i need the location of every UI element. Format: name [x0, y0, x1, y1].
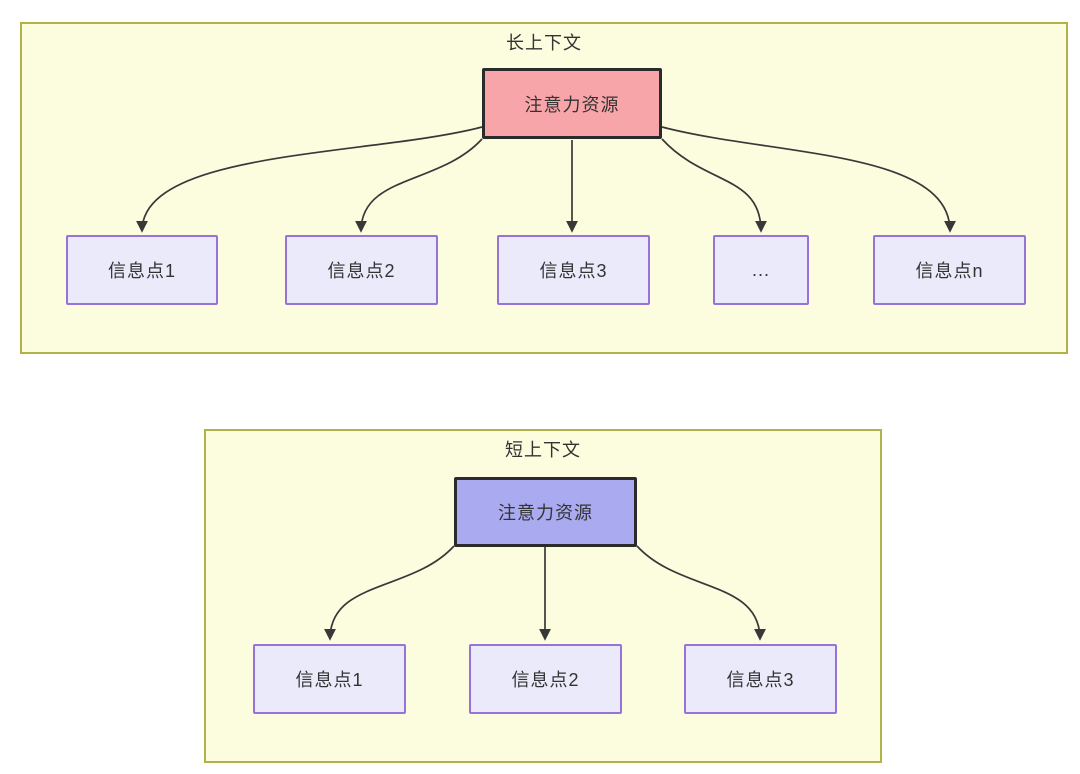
long-info-node-ellipsis: ...: [713, 235, 809, 305]
long-info-node-2: 信息点2: [285, 235, 438, 305]
long-info-node-3: 信息点3: [497, 235, 650, 305]
long-context-title: 长上下文: [506, 33, 582, 53]
long-info-node-n: 信息点n: [873, 235, 1026, 305]
short-info-node-1: 信息点1: [253, 644, 406, 714]
long-attention-node: 注意力资源: [482, 68, 662, 139]
short-attention-node: 注意力资源: [454, 477, 637, 547]
long-info-node-1: 信息点1: [66, 235, 218, 305]
short-info-node-3: 信息点3: [684, 644, 837, 714]
short-info-node-2: 信息点2: [469, 644, 622, 714]
short-context-title: 短上下文: [505, 440, 581, 460]
